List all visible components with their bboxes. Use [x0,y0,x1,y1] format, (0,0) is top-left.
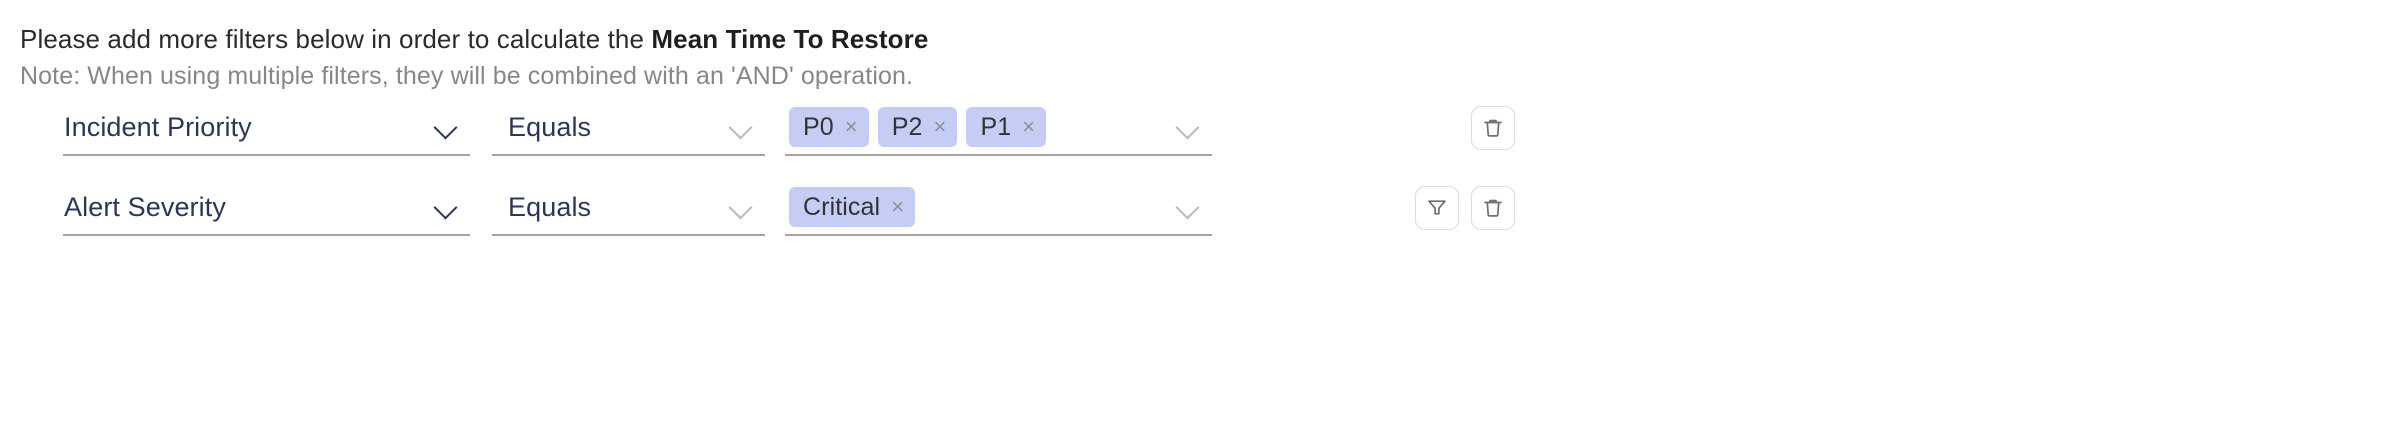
close-icon[interactable]: × [844,114,858,139]
filter-value-multiselect[interactable]: Critical × [785,180,1212,236]
value-chip[interactable]: P1 × [966,107,1047,147]
close-icon[interactable]: × [891,194,905,219]
filter-note: Note: When using multiple filters, they … [20,62,914,90]
close-icon[interactable]: × [933,114,947,139]
value-chip-label: P0 [803,112,834,141]
page-title: Please add more filters below in order t… [20,24,928,54]
filter-field-select[interactable]: Incident Priority [63,100,470,156]
trash-icon [1481,196,1505,220]
filter-field-value: Incident Priority [64,111,252,142]
chevron-down-icon [432,113,460,141]
add-filter-button[interactable] [1415,186,1459,230]
value-chip-label: P2 [891,112,923,141]
value-chip[interactable]: Critical × [789,187,916,227]
chevron-down-icon [432,193,460,221]
trash-icon [1481,116,1505,140]
value-chip[interactable]: P2 × [877,107,958,147]
value-chip-label: P1 [980,112,1012,141]
filter-operator-select[interactable]: Equals [492,100,765,156]
close-icon[interactable]: × [1022,114,1036,139]
filter-operator-select[interactable]: Equals [492,180,765,236]
value-chip-label: Critical [803,192,881,221]
filter-operator-value: Equals [508,111,592,142]
funnel-icon [1425,196,1449,220]
filter-rows: Incident Priority Equals P0 × P2 × [0,100,2408,260]
delete-filter-button[interactable] [1471,106,1515,150]
selected-values: Critical × [785,187,1174,227]
filter-field-value: Alert Severity [64,191,226,222]
page-title-metric: Mean Time To Restore [651,24,929,54]
chevron-down-icon [727,193,755,221]
filter-value-multiselect[interactable]: P0 × P2 × P1 × [785,100,1212,156]
filter-field-select[interactable]: Alert Severity [63,180,470,236]
delete-filter-button[interactable] [1471,186,1515,230]
chevron-down-icon [1174,113,1202,141]
filter-row: Incident Priority Equals P0 × P2 × [0,100,2408,180]
chevron-down-icon [727,113,755,141]
selected-values: P0 × P2 × P1 × [785,107,1174,147]
page-title-prefix: Please add more filters below in order t… [20,24,652,54]
chevron-down-icon [1174,193,1202,221]
filter-operator-value: Equals [508,191,592,222]
value-chip[interactable]: P0 × [789,107,869,147]
filter-row: Alert Severity Equals Critical × [0,180,2408,260]
